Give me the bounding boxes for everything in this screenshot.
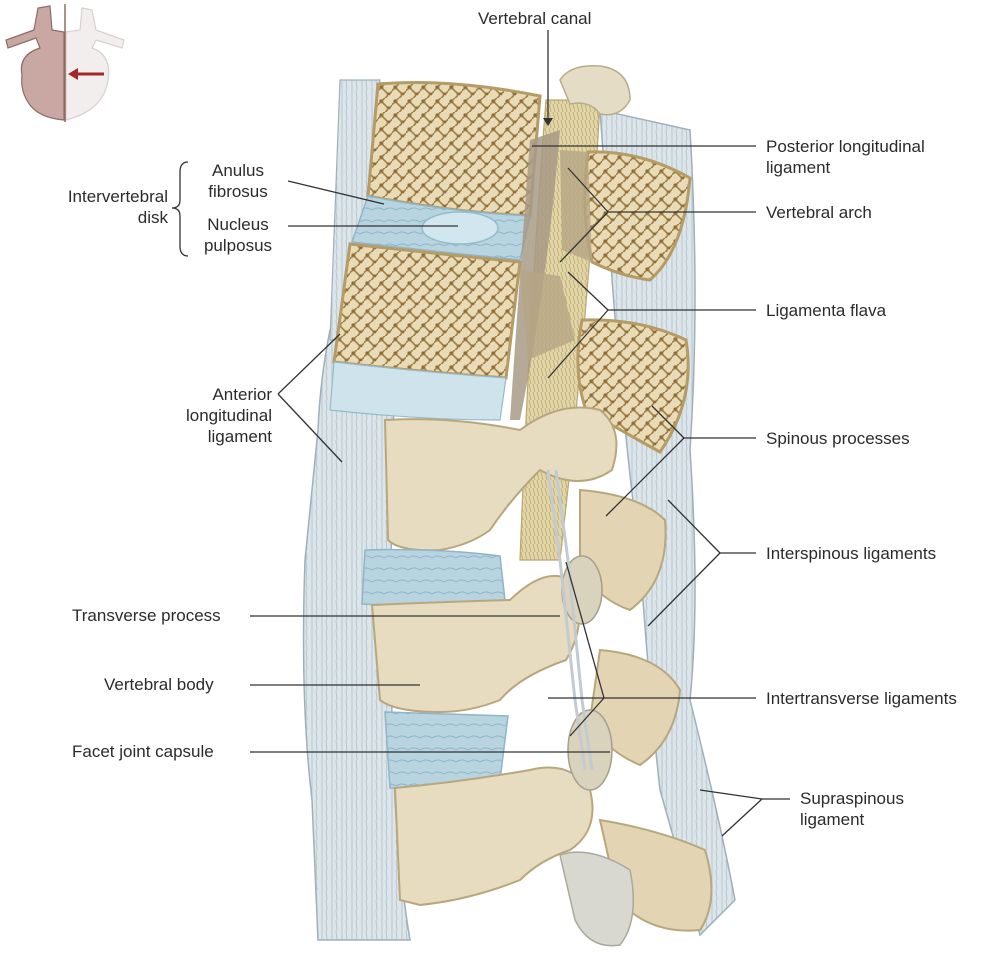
label-line: Anterior [212,385,272,404]
middle-vertebral-body-section [332,242,522,380]
intertransverse-ligament-strands [546,469,594,771]
lower-disk-section [329,361,507,421]
label-anulus-fibrosus: Anulus fibrosus [196,160,280,202]
top-process-cap [559,65,631,116]
lower-vertebra-2 [370,575,682,767]
label-line: ligament [800,810,865,829]
label-line: pulposus [203,236,273,255]
label-intertransverse-ligaments: Intertransverse ligaments [766,689,957,708]
view-direction-arrowhead [68,68,78,80]
label-transverse-process: Transverse process [72,606,221,625]
label-vertebral-canal: Vertebral canal [478,9,592,28]
vertebral-arch-wedge-upper [560,150,592,262]
label-posterior-longitudinal-ligament: Posterior longitudinal ligament [766,136,925,178]
orientation-thumbnail [5,4,125,122]
label-anterior-longitudinal-ligament: Anterior longitudinal ligament [120,384,272,447]
nucleus-pulposus-region [421,211,499,245]
label-line: longitudinal [185,406,272,425]
label-ligamenta-flava: Ligamenta flava [766,301,887,320]
vertebral-canal-arrowhead [543,118,553,126]
label-vertebral-arch: Vertebral arch [766,203,872,222]
lower-disk-1 [361,548,506,607]
intervertebral-disk-section [350,195,531,261]
label-vertebral-body: Vertebral body [104,675,214,694]
label-facet-joint-capsule: Facet joint capsule [72,742,214,761]
vertebral-arch-wedge-lower [520,270,575,360]
label-supraspinous-ligament: Supraspinous ligament [800,788,904,830]
label-intervertebral-disk: Intervertebral disk [38,186,168,228]
label-line: Intervertebral [67,187,168,206]
label-line: disk [137,208,168,227]
label-line: fibrosus [208,182,268,201]
leader-lines [250,30,790,837]
label-line: Posterior longitudinal [766,137,925,156]
intervertebral-disk-brace [171,161,189,257]
label-spinous-processes: Spinous processes [766,429,910,448]
label-line: ligament [766,158,831,177]
label-line: ligament [207,427,272,446]
upper-vertebral-body-section [366,81,542,218]
label-interspinous-ligaments: Interspinous ligaments [766,544,937,563]
label-nucleus-pulposus: Nucleus pulposus [196,214,280,256]
label-line: Supraspinous [800,789,904,808]
label-line: Nucleus [207,215,269,234]
label-line: Anulus [212,161,264,180]
lower-vertebra-3 [393,766,713,947]
thumbnail-vertebra-right [65,7,125,121]
thumbnail-vertebra-left [5,5,65,121]
